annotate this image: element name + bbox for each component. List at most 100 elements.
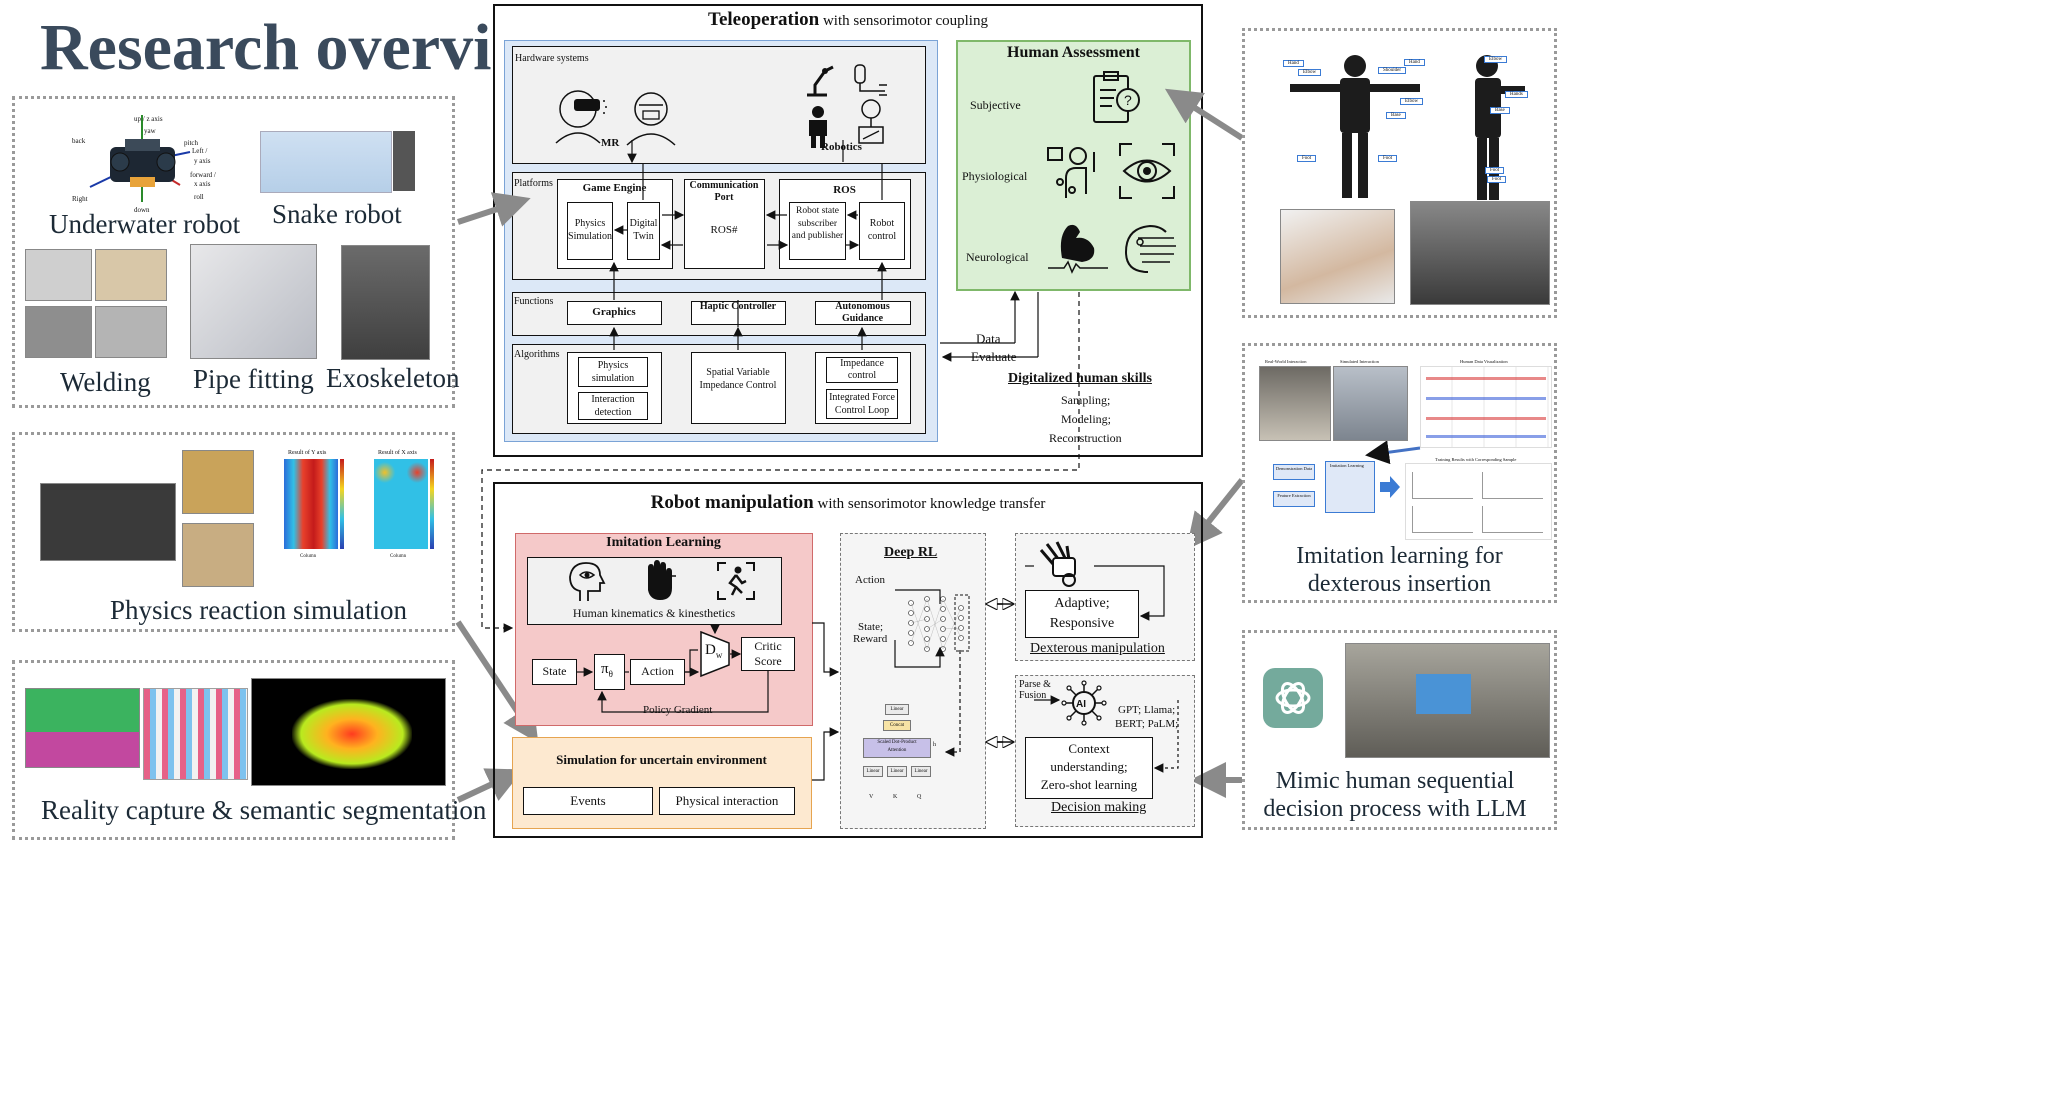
excavator-toy-image [182,450,254,514]
simulation-render [1333,366,1408,441]
skills-item-reconstruction: Reconstruction [1049,431,1122,445]
tag-foot-right: Foot [1378,155,1398,162]
discriminator-block [700,630,730,678]
rl-reward-label: Reward [853,633,888,645]
reality-capture-panel: Reality capture & semantic segmentation [12,660,486,840]
tag-foot-left: Foot [1297,155,1317,162]
digital-twin-box: Digital Twin [627,202,660,260]
llm-list-line1: GPT; Llama; [1118,704,1176,716]
adaptive-label: Adaptive; [1054,596,1110,611]
physics-sim-algo-label: Physics simulation [591,360,635,384]
transformer-concat: Concat [883,720,911,731]
tag-shoulder: Shoulder [1378,67,1407,74]
motion-capture-icon [717,562,755,600]
axis-pitch-label: pitch [184,139,198,147]
plot2-xlabel: Column [390,554,407,559]
critic-score-label: Critic Score [754,639,782,668]
decision-making-label: Decision making [1051,800,1147,815]
neurological-label: Neurological [966,250,1029,264]
plot1-xlabel: Column [300,554,317,559]
functions-label: Functions [514,296,554,307]
data-label: Data [976,331,1001,346]
physics-sim-algo-box: Physics simulation [578,357,648,387]
questionnaire-icon: ? [1093,71,1140,123]
welding-image-b [95,249,167,301]
tag-hand-left: Hand [1283,60,1304,67]
training-results-plots [1405,463,1552,540]
feature-extraction-box: Feature Extraction [1273,491,1315,507]
eye-tracking-icon [1119,143,1175,199]
tag-elbow-left: Elbow [1298,69,1322,76]
y-axis-result-plot: Result of Y axis Column [270,450,350,560]
impedance-control-label: Impedance control [840,358,884,381]
ros-label: ROS [833,184,856,196]
subjective-label: Subjective [970,98,1021,112]
robotics-label: Robotics [821,141,862,153]
policy-pi-label: πθ [601,661,613,679]
attention-line-2: Attention [887,748,907,753]
hardware-systems-box: Hardware systems MR Robotics [512,46,926,164]
muscle-emg-icon [1048,224,1108,274]
llm-panel: Mimic human sequential decision process … [1242,630,1557,830]
teleoperation-title-rest: with sensorimotor coupling [819,13,988,29]
teleoperation-title-bold: Teleoperation [708,9,820,30]
imitation-caption-line1: Imitation learning for [1296,543,1503,569]
llm-list-line2: BERT; PaLM; [1115,718,1179,730]
transformer-v: V [869,794,874,800]
real-world-photo [1259,366,1331,441]
chatgpt-logo-icon [1263,668,1323,728]
robot-control-label: Robot control [867,218,897,242]
imitation-learning-title: Imitation Learning [606,535,721,550]
underwater-robot-image: up / z axis yaw back pitch Left / y axis… [70,107,240,217]
game-engine-label: Game Engine [582,182,647,194]
deep-rl-region [840,533,986,829]
robot-manipulation-title: Robot manipulation with sensorimotor kno… [495,492,1201,514]
head-eye-icon [569,562,606,601]
axis-down-label: down [134,206,150,214]
axis-yaxis-label: y axis [194,157,211,165]
transformer-q: Q [917,794,922,800]
evaluate-label: Evaluate [971,349,1017,364]
deep-rl-title: Deep RL [884,545,938,560]
ros-sharp-label: ROS# [710,224,738,236]
haptic-controller-box: Haptic Controller [691,301,786,325]
x-axis-result-plot: Result of X axis Column [360,450,440,560]
pointcloud-image [251,678,446,786]
haptic-controller-label: Haptic Controller [699,301,777,312]
transformer-attention: Scaled Dot-Product Attention [863,738,931,758]
vr-user-photo [1410,201,1550,305]
excavator-model-image [40,483,176,561]
tag-hand-right: Hand [1404,59,1425,66]
r2-training-label: Training Results with Corresponding Samp… [1435,457,1517,462]
integrated-force-box: Integrated Force Control Loop [826,389,898,419]
rl-state-label: State; [858,621,884,633]
page-title: Research overview [40,11,569,84]
events-label: Events [570,793,606,808]
llm-lab-photo [1345,643,1550,758]
axis-left-label: Left / [192,147,208,155]
tag-side-foot1: Foot [1485,167,1505,174]
tag-side-base: Base [1490,107,1510,114]
imitation-caption-line2: dexterous insertion [1307,571,1492,597]
tag-side-hands: Hands [1505,91,1528,98]
discriminator-label: Dw [705,642,722,660]
r2-realworld-label: Real-World Interaction [1265,359,1307,364]
skills-item-modeling: Modeling; [1061,412,1111,426]
robot-state-label: Robot state subscriber and publisher [791,206,844,241]
robot-arm-icon [807,65,834,97]
teleoperation-title: Teleoperation with sensorimotor coupling [495,9,1201,31]
motion-capture-panel [1242,28,1557,318]
welding-image-a [25,249,92,301]
pipe-fitting-image [190,244,317,359]
transformer-linear-v: Linear [863,766,883,777]
snake-robot-camera-image [393,131,415,191]
snake-robot-image [260,131,392,193]
policy-box: πθ [594,654,625,690]
responsive-label: Responsive [1049,616,1115,631]
graphics-label: Graphics [592,306,636,318]
communication-port-box: Communication Port ROS# [684,179,765,269]
brain-eeg-icon [1124,224,1176,273]
impedance-control-box: Impedance control [826,357,898,383]
transformer-linear-q: Linear [911,766,931,777]
transformer-linear-k: Linear [887,766,907,777]
